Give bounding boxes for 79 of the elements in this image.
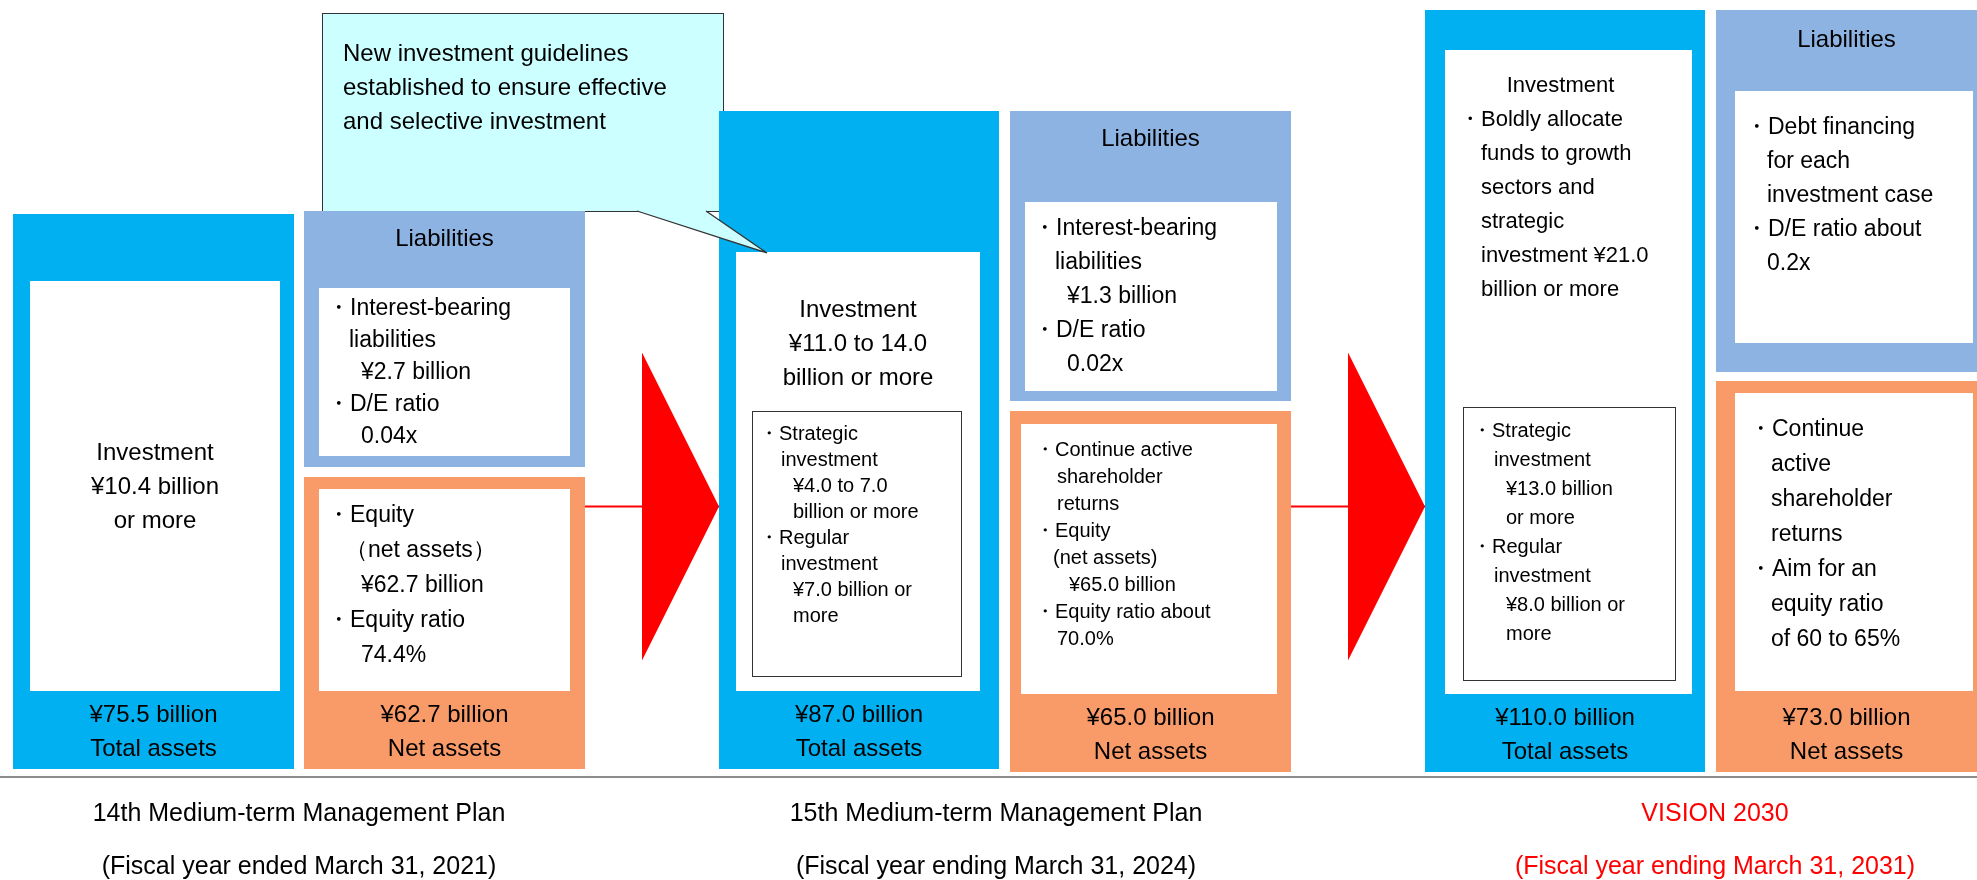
bullet-text: ・Equity xyxy=(327,500,415,529)
bullet-text: ・Aim for an equity ratio of 60 to 65% xyxy=(1749,554,1902,653)
value-text: （net assets） xyxy=(344,535,497,564)
plan-caption: (Fiscal year ended March 31, 2021) xyxy=(100,850,498,880)
chevron-arrow xyxy=(1290,352,1426,661)
panel-label: ¥87.0 billion xyxy=(793,699,925,729)
bullet-text: ・Equity ratio xyxy=(327,605,467,634)
total-assets-panel xyxy=(719,111,999,769)
liabilities-panel xyxy=(304,211,585,467)
panel-label: ¥62.7 billion xyxy=(379,699,510,729)
liabilities-panel xyxy=(1716,10,1977,372)
card-heading: Investment xyxy=(1505,71,1616,99)
value-text: ¥8.0 billion or more xyxy=(1505,592,1626,646)
panel-label: ¥75.5 billion xyxy=(88,699,219,729)
bullet-text: ・Boldly allocate funds to growth sectors and strategic investment ¥21.0 billion or more xyxy=(1459,105,1650,303)
panel-label: Liabilities xyxy=(1796,24,1897,54)
plan-caption: VISION 2030 xyxy=(1640,797,1790,828)
value-text: 0.02x xyxy=(1066,349,1125,378)
callout-bubble xyxy=(322,13,724,212)
plan-caption: 14th Medium-term Management Plan xyxy=(91,797,507,828)
panel-label: Total assets xyxy=(1500,736,1630,766)
investment-card xyxy=(30,281,280,691)
value-text: ¥7.0 billion or more xyxy=(792,577,913,628)
bullet-text: ・Interest-bearing liabilities xyxy=(1033,213,1219,276)
bullet-text: ・D/E ratio about 0.2x xyxy=(1745,214,1923,277)
panel-label: Net assets xyxy=(1788,736,1905,766)
investment-breakdown-box xyxy=(752,411,962,677)
equity-card xyxy=(1021,424,1277,694)
value-text: ¥4.0 to 7.0 billion or more xyxy=(792,473,920,524)
panel-label: ¥110.0 billion xyxy=(1494,702,1636,732)
value-text: 0.04x xyxy=(360,421,419,450)
value-text: ¥13.0 billion or more xyxy=(1505,476,1614,530)
bullet-text: ・Regular investment xyxy=(759,525,879,576)
investment-text: Investment ¥10.4 billion or more xyxy=(89,437,221,535)
panel-label: Total assets xyxy=(794,733,924,763)
bullet-text: ・D/E ratio xyxy=(327,389,441,418)
value-text: ¥62.7 billion xyxy=(360,570,485,599)
equity-card xyxy=(1735,393,1973,691)
bullet-text: ・Equity ratio about 70.0% xyxy=(1035,599,1212,651)
liabilities-panel xyxy=(1010,111,1291,401)
panel-label: Net assets xyxy=(386,733,503,763)
investment-card xyxy=(1445,50,1692,694)
investment-card xyxy=(736,252,980,691)
bullet-text: ・Strategic investment xyxy=(759,421,879,472)
liabilities-card xyxy=(319,288,570,456)
net-assets-panel xyxy=(1010,411,1291,772)
liabilities-card xyxy=(1735,91,1973,343)
total-assets-panel xyxy=(13,214,294,769)
value-text: ¥65.0 billion xyxy=(1068,572,1177,597)
total-assets-panel xyxy=(1425,10,1705,772)
panel-label: Liabilities xyxy=(394,223,495,253)
bullet-text: ・Interest-bearing liabilities xyxy=(327,293,513,354)
chevron-arrow xyxy=(584,352,720,661)
plan-caption: (Fiscal year ending March 31, 2024) xyxy=(794,850,1198,880)
bullet-text: ・D/E ratio xyxy=(1033,315,1147,344)
panel-label: ¥73.0 billion xyxy=(1781,702,1912,732)
equity-card xyxy=(319,489,570,691)
net-assets-panel xyxy=(304,477,585,769)
value-text: ¥2.7 billion xyxy=(360,357,472,386)
value-text: ¥1.3 billion xyxy=(1066,281,1178,310)
liabilities-card xyxy=(1025,202,1277,391)
panel-label: New investment guidelines established to ensure effective and selective investment xyxy=(343,38,668,136)
panel-label: ¥65.0 billion xyxy=(1085,702,1216,732)
bullet-text: ・Continue active shareholder returns xyxy=(1035,437,1194,516)
plan-caption: 15th Medium-term Management Plan xyxy=(788,797,1204,828)
value-text: (net assets) xyxy=(1052,545,1159,570)
net-assets-panel xyxy=(1716,381,1977,772)
panel-label: Total assets xyxy=(89,733,218,763)
panel-label: Net assets xyxy=(1092,736,1209,766)
bullet-text: ・Debt financing for each investment case xyxy=(1745,112,1935,209)
panel-label: Liabilities xyxy=(1100,123,1201,153)
bullet-text: ・Continue active shareholder returns xyxy=(1749,414,1894,548)
investment-text: Investment ¥11.0 to 14.0 billion or more xyxy=(781,294,935,392)
investment-breakdown-box xyxy=(1463,407,1676,681)
plan-caption: (Fiscal year ending March 31, 2031) xyxy=(1513,850,1917,880)
value-text: 74.4% xyxy=(360,640,428,669)
bullet-text: ・Strategic investment xyxy=(1472,418,1592,472)
bullet-text: ・Regular investment xyxy=(1472,534,1592,588)
bullet-text: ・Equity xyxy=(1035,518,1112,543)
